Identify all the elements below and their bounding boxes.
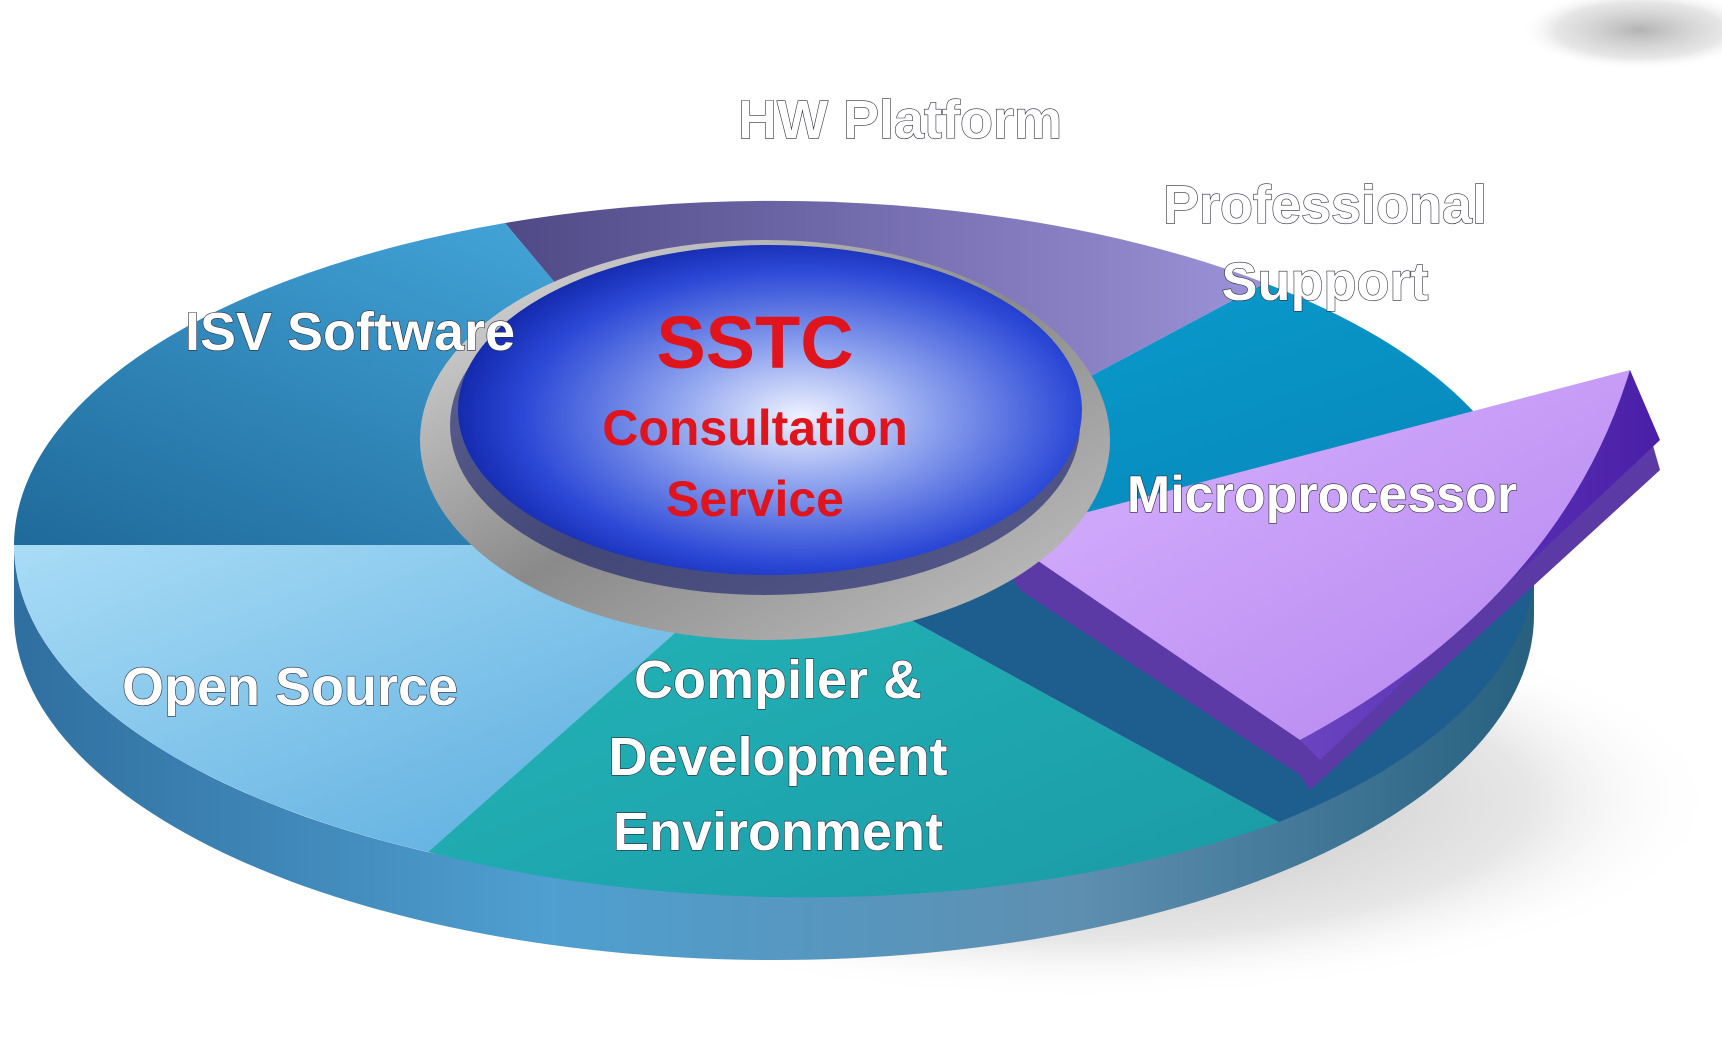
hub-line-3: Service [666,471,844,527]
label-compiler-line-1: Compiler & [634,650,922,710]
label-open-source: Open Source [122,657,458,717]
segment-compiler-dev-env [428,545,1279,898]
label-compiler-line-3: Environment [613,802,943,862]
label-hw-platform: HW Platform [738,90,1062,150]
segment-open-source [14,545,774,852]
label-professional-line-1: Professional [1163,175,1487,235]
label-professional-line-2: Support [1222,252,1429,312]
label-isv-software: ISV Software [185,302,515,362]
label-compiler-line-2: Development [608,727,947,787]
hub-line-2: Consultation [602,400,908,456]
label-microprocessor: Microprocessor [1127,466,1517,524]
hub-disc [458,245,1082,575]
corner-shadow [1520,0,1722,70]
microprocessor-slice-top [1000,370,1630,740]
hub-title: SSTC [656,301,853,384]
